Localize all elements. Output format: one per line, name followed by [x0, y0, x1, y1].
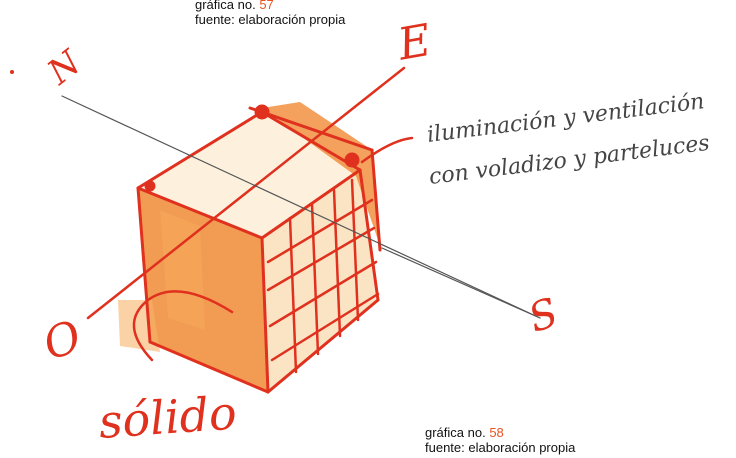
annotation-leader: [360, 136, 414, 164]
caption-label: gráfica no.: [195, 0, 256, 12]
louver-vertical: [332, 188, 342, 338]
overhang-edge: [248, 106, 374, 152]
caption-number: 58: [489, 425, 504, 440]
caption-label-line: gráfica no. 57: [195, 0, 345, 12]
solid-label: sólido: [97, 385, 238, 448]
overhang-wash: [262, 102, 378, 240]
cube-edge: [136, 186, 152, 344]
cube-edge: [260, 236, 270, 394]
compass-axes: [61, 66, 541, 320]
corner-mark: [144, 180, 156, 192]
watercolor-wash: [118, 102, 378, 392]
louver-horizontal: [266, 226, 376, 292]
caption-label: gráfica no.: [425, 425, 486, 440]
top-face-wash: [138, 112, 360, 238]
cube-edge: [148, 340, 270, 394]
caption-label-line: gráfica no. 58: [425, 425, 575, 440]
axis-west-east: [86, 66, 406, 320]
cube-edge: [136, 186, 264, 240]
caption-source: fuente: elaboración propia: [425, 440, 576, 455]
caption-bottom: gráfica no. 58 fuente: elaboración propi…: [425, 425, 575, 455]
solid-leader: [132, 290, 234, 362]
compass-east: E: [393, 15, 434, 71]
axis-south-extension: [381, 247, 541, 319]
cube-outline: [136, 104, 382, 394]
cube-edge: [136, 110, 264, 190]
louver-vertical: [310, 202, 320, 356]
left-face-wash-streak: [160, 210, 205, 330]
overhang-edge: [370, 148, 382, 252]
caption-top: gráfica no. 57 fuente: elaboración propi…: [195, 0, 345, 27]
corner-mark: [254, 104, 270, 120]
louver-horizontal: [270, 292, 380, 362]
louver-horizontal: [268, 260, 378, 328]
compass-south: S: [523, 290, 563, 342]
corner-mark: [344, 152, 360, 168]
compass-north: N: [40, 42, 90, 93]
handwritten-annotation: iluminación y ventilación con voladizo y…: [426, 89, 711, 190]
cube-edge: [358, 168, 380, 302]
cube-edge: [266, 298, 380, 394]
louver-horizontal: [266, 198, 374, 264]
parteluces: [266, 178, 380, 374]
leader-lines: [132, 136, 414, 362]
stray-dot: [10, 70, 14, 74]
caption-source: fuente: elaboración propia: [195, 12, 346, 27]
axis-north-south: [61, 95, 541, 319]
compass-west: O: [37, 311, 87, 371]
louver-vertical: [350, 178, 360, 322]
caption-number: 57: [259, 0, 274, 12]
